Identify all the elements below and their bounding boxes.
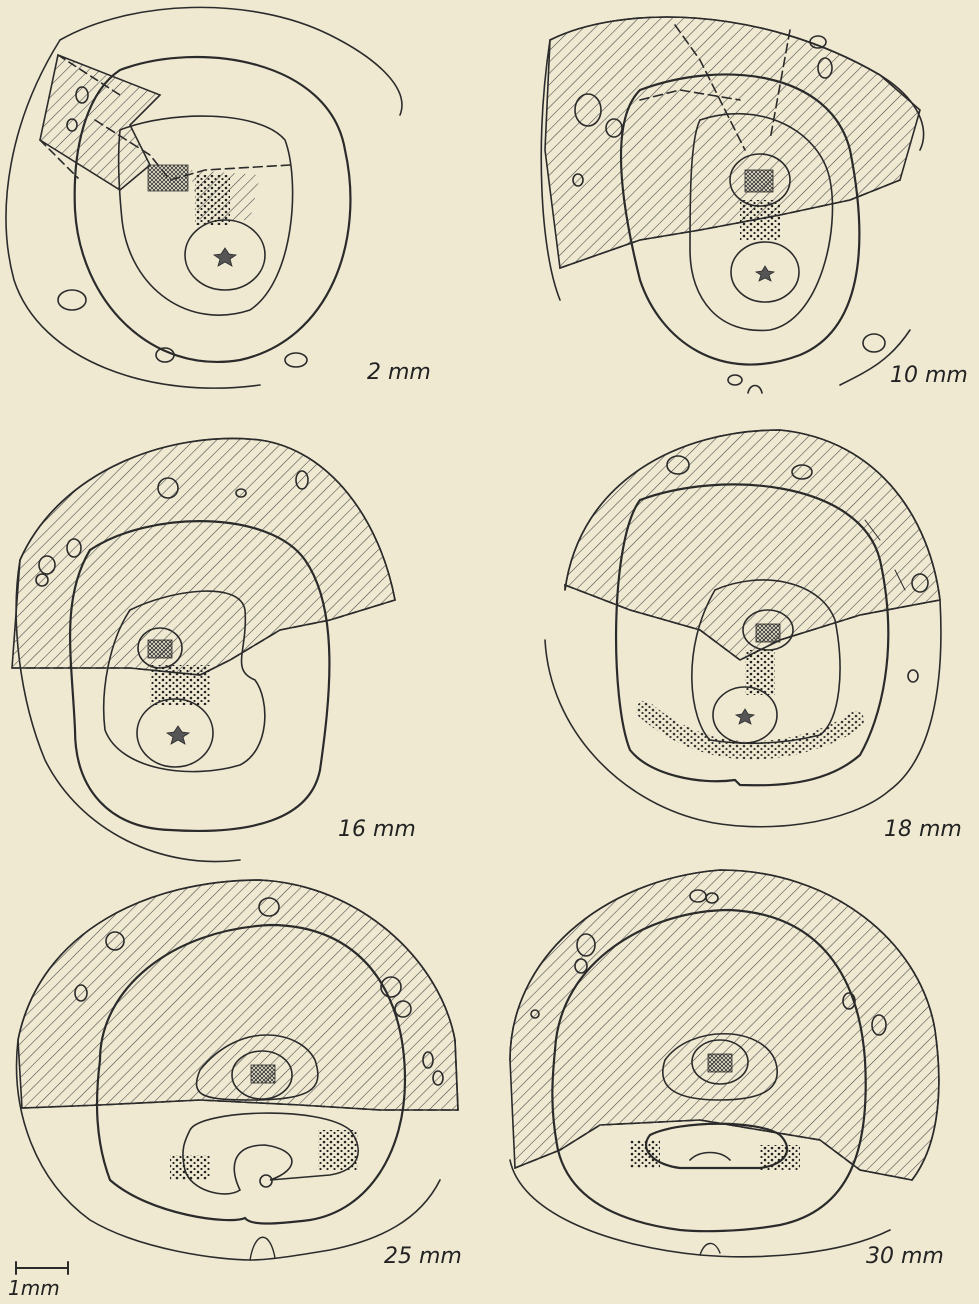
cross-hatched-core xyxy=(708,1054,732,1072)
section-2mm xyxy=(6,7,402,388)
panel-label-16mm: 16 mm xyxy=(338,817,416,842)
section-30mm xyxy=(510,870,939,1257)
section-16mm xyxy=(12,439,395,862)
central-star xyxy=(167,726,189,744)
scale-bar-label: 1mm xyxy=(8,1276,60,1300)
hatched-region xyxy=(18,880,458,1110)
panel-label-10mm: 10 mm xyxy=(890,363,968,388)
panel-label-2mm: 2 mm xyxy=(367,360,431,385)
panel-label-18mm: 18 mm xyxy=(884,817,962,842)
hatched-region xyxy=(510,870,939,1180)
cross-hatched-core xyxy=(148,165,188,191)
cross-hatched-core xyxy=(756,624,780,642)
central-star xyxy=(756,266,774,281)
panel-label-30mm: 30 mm xyxy=(866,1244,944,1269)
cross-hatched-core xyxy=(251,1065,275,1083)
section-10mm xyxy=(541,17,923,393)
section-18mm xyxy=(545,430,941,827)
scale-bar xyxy=(16,1262,68,1274)
central-star xyxy=(736,709,754,724)
central-star xyxy=(214,248,236,266)
section-25mm xyxy=(17,880,458,1260)
panel-label-25mm: 25 mm xyxy=(384,1244,462,1269)
cross-hatched-core xyxy=(745,170,773,192)
hatched-region xyxy=(565,430,940,660)
hatched-region xyxy=(545,17,920,268)
cross-hatched-core xyxy=(148,640,172,658)
